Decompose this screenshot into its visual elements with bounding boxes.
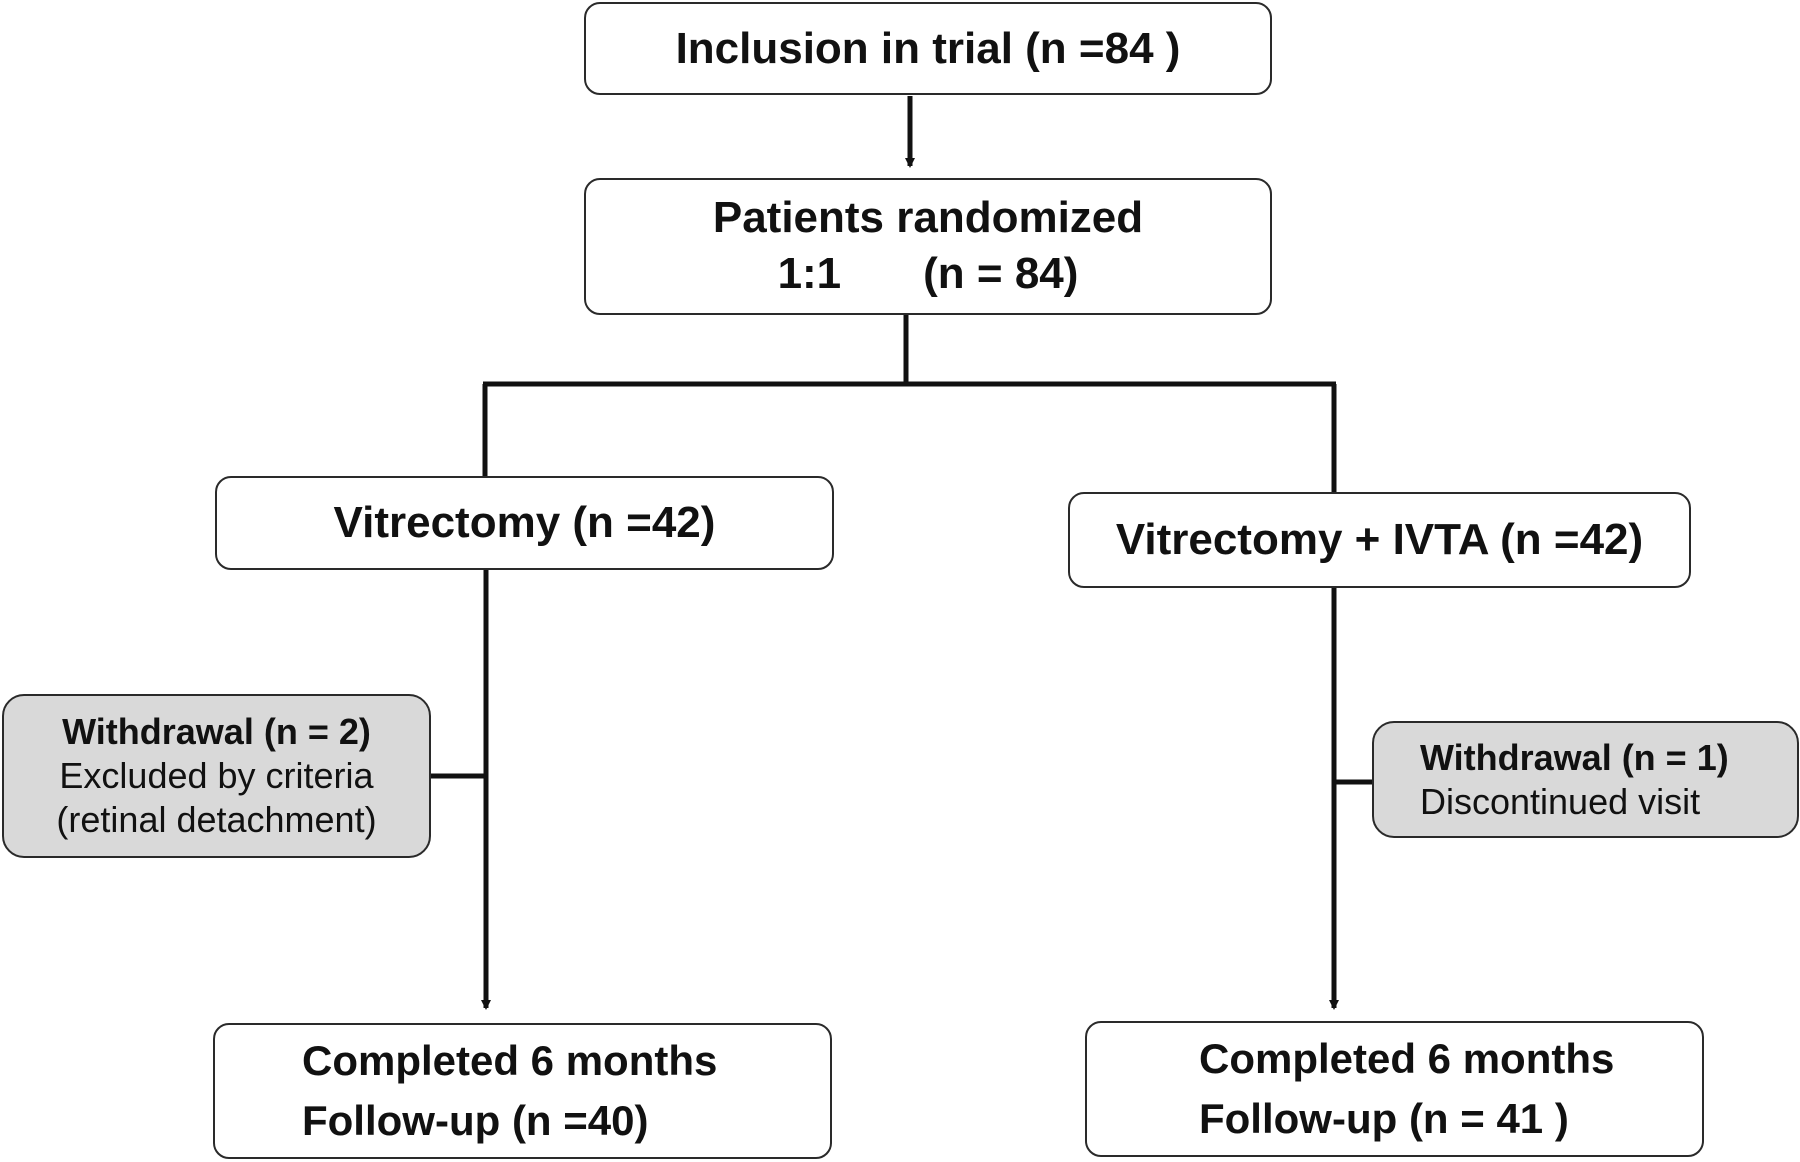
arm-ivta-box: Vitrectomy + IVTA (n =42) — [1068, 492, 1691, 588]
completed-left-box: Completed 6 months Follow-up (n =40) — [213, 1023, 832, 1159]
randomized-ratio: 1:1 — [777, 248, 842, 298]
completed-left-line-1: Completed 6 months — [302, 1037, 718, 1085]
arm-vitrectomy-box: Vitrectomy (n =42) — [215, 476, 834, 570]
randomized-title: Patients randomized — [712, 193, 1144, 243]
randomized-detail-row: 1:1 (n = 84) — [586, 245, 1270, 302]
withdrawal-right-reason-1: Discontinued visit — [1420, 780, 1701, 822]
completed-right-line-1: Completed 6 months — [1199, 1035, 1615, 1083]
withdrawal-left-title: Withdrawal (n = 2) — [62, 711, 371, 753]
randomized-count: (n = 84) — [923, 248, 1079, 298]
arm-ivta-label: Vitrectomy + IVTA (n =42) — [1115, 515, 1644, 565]
withdrawal-left-box: Withdrawal (n = 2) Excluded by criteria … — [2, 694, 431, 858]
completed-right-line-2: Follow-up (n = 41 ) — [1199, 1095, 1569, 1142]
withdrawal-right-box: Withdrawal (n = 1) Discontinued visit — [1372, 721, 1799, 838]
inclusion-label: Inclusion in trial (n =84 ) — [675, 23, 1181, 73]
completed-right-box: Completed 6 months Follow-up (n = 41 ) — [1085, 1021, 1704, 1157]
withdrawal-right-title: Withdrawal (n = 1) — [1420, 736, 1729, 778]
completed-left-line-2: Follow-up (n =40) — [302, 1097, 649, 1144]
randomized-box: Patients randomized 1:1 (n = 84) — [584, 178, 1272, 315]
inclusion-box: Inclusion in trial (n =84 ) — [584, 2, 1272, 95]
arm-vitrectomy-label: Vitrectomy (n =42) — [333, 498, 716, 548]
withdrawal-left-reason-2: (retinal detachment) — [56, 798, 377, 840]
withdrawal-left-reason-1: Excluded by criteria — [59, 755, 374, 797]
